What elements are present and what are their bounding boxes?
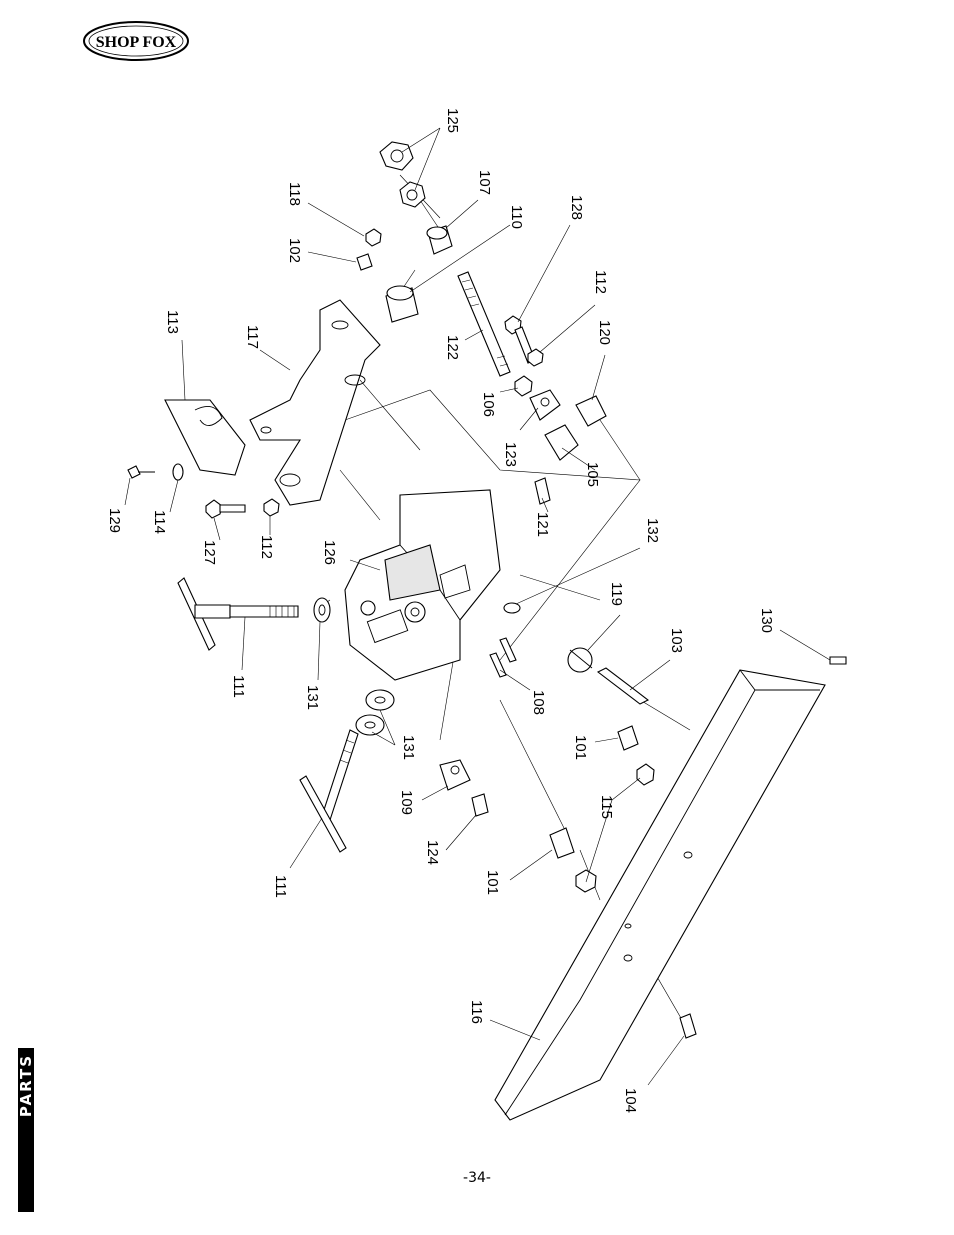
part-108-roll-pins: [489, 637, 517, 678]
callout-122: 122: [444, 335, 461, 360]
part-103-stud: [596, 667, 650, 705]
part-112-nut-lower: [263, 498, 280, 517]
section-side-tab: PARTS: [18, 1048, 34, 1212]
part-114-washer: [172, 463, 184, 481]
part-127-bolt: [205, 499, 246, 519]
callout-109: 109: [398, 790, 415, 815]
section-side-tab-label: PARTS: [18, 1054, 34, 1118]
part-132-cap: [503, 602, 521, 614]
part-126-housing-block: [344, 489, 501, 681]
callout-120: 120: [596, 320, 613, 345]
page-number: -34-: [463, 1170, 491, 1186]
callout-101: 101: [572, 735, 589, 760]
part-111-t-handle-upper: [177, 577, 299, 651]
callout-121: 121: [534, 512, 551, 537]
part-112-nut-upper: [527, 348, 544, 367]
part-119-knob: [567, 647, 593, 673]
callout-124: 124: [424, 840, 441, 865]
callout-106: 106: [480, 392, 497, 417]
part-104-screw: [679, 1013, 697, 1039]
callout-111: 111: [230, 675, 247, 698]
part-121-bolt: [534, 477, 551, 505]
callout-127: 127: [201, 540, 218, 565]
callout-labels: 125 107 110 128 112 118 102 113 117 122 …: [106, 108, 775, 1113]
callout-114: 114: [151, 510, 168, 534]
part-115-nut-upper: [636, 763, 655, 786]
callout-132: 132: [644, 518, 661, 543]
part-113-hook-plate: [164, 399, 246, 476]
callout-111b: 111: [272, 875, 289, 898]
callout-108: 108: [530, 690, 547, 715]
callout-130: 130: [758, 608, 775, 633]
part-111-t-handle-lower: [299, 729, 359, 853]
callout-123: 123: [502, 442, 519, 467]
shop-fox-logo: SHOP FOX: [83, 21, 189, 61]
part-122-threaded-rod: [457, 271, 511, 377]
part-115-nut-lower: [575, 869, 597, 893]
callout-117: 117: [244, 325, 261, 349]
part-106-nut: [514, 375, 533, 397]
callout-leaders: [124, 127, 831, 1086]
callout-115: 115: [598, 795, 615, 819]
part-109-clip: [439, 759, 471, 791]
callout-126: 126: [321, 540, 338, 565]
callout-113: 113: [164, 310, 181, 334]
callout-125: 125: [444, 108, 461, 133]
part-118-nut: [365, 228, 382, 247]
part-116-fence-bar: [494, 669, 826, 1121]
callout-116: 116: [468, 1000, 485, 1024]
callout-131: 131: [304, 685, 321, 710]
callout-101b: 101: [484, 870, 501, 895]
callout-118: 118: [286, 182, 303, 206]
callout-131b: 131: [400, 735, 417, 760]
part-101-set-screw-lower: [549, 827, 575, 859]
logo-text: SHOP FOX: [96, 34, 177, 51]
callout-107: 107: [476, 170, 493, 195]
part-102-set-screw: [356, 253, 373, 271]
part-125-hex-nuts: [379, 141, 426, 208]
callout-119: 119: [608, 582, 625, 606]
callout-103: 103: [668, 628, 685, 653]
part-120-block: [575, 395, 607, 427]
callout-112b: 112: [258, 535, 275, 559]
part-131-washers-lower: [355, 689, 395, 736]
callout-128: 128: [568, 195, 585, 220]
callout-105: 105: [584, 462, 601, 487]
callout-129: 129: [106, 508, 123, 533]
part-131-washer-upper: [313, 597, 331, 623]
part-124-screw: [471, 793, 489, 817]
callout-110: 110: [508, 205, 525, 229]
part-117-bracket: [249, 299, 381, 506]
part-105-block: [544, 424, 579, 461]
part-107-cap: [426, 225, 453, 255]
part-130-key: [829, 656, 847, 665]
callout-102: 102: [286, 238, 303, 263]
callout-112: 112: [592, 270, 609, 294]
callout-104: 104: [622, 1088, 639, 1113]
part-110-bushing: [385, 285, 419, 323]
part-101-set-screw-upper: [617, 725, 639, 751]
part-123-link: [529, 389, 561, 421]
part-129-screw: [127, 465, 155, 479]
